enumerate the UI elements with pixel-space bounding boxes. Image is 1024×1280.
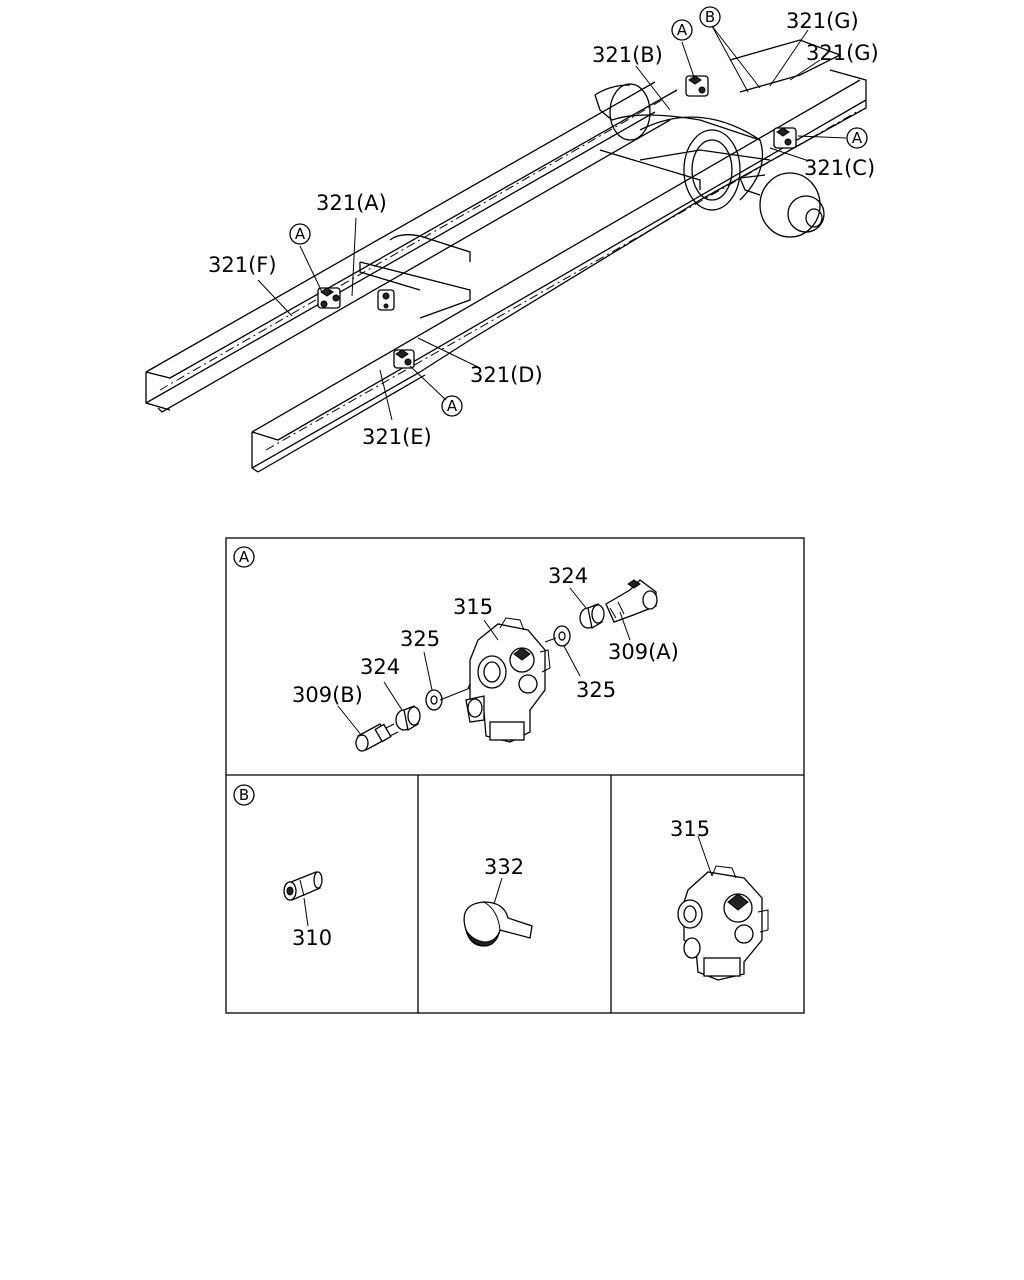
label-321g-second: 321(G) [806,41,879,65]
detail-b-panel: B 310 [233,784,332,950]
leader-lines [257,25,847,421]
detail-frame [225,537,805,1014]
label-321f: 321(F) [208,253,277,277]
svg-text:A: A [295,225,306,243]
callout-a-front-left: A [289,223,311,245]
detail-valve-panel: 315 [670,817,769,981]
detail-a-panel: A [233,546,679,752]
label-309a: 309(A) [608,640,679,664]
label-321c: 321(C) [804,156,875,180]
svg-text:A: A [447,397,458,415]
svg-text:B: B [239,786,249,804]
label-315-a: 315 [453,595,493,619]
detail-clip-panel: 332 [463,855,533,947]
label-321d: 321(D) [470,363,543,387]
label-324-a-left: 324 [360,655,400,679]
label-325-a-right: 325 [576,678,616,702]
detail-b-tag: B [233,784,255,806]
label-321g-top: 321(G) [786,9,859,33]
svg-text:A: A [677,21,688,39]
svg-text:A: A [852,129,863,147]
label-309b: 309(B) [292,683,363,707]
callout-a-rear-left: A [671,19,693,41]
bushing-324-lower [395,705,421,732]
label-321e: 321(E) [362,425,432,449]
label-315-d: 315 [670,817,710,841]
frame-valve-a [377,289,395,311]
callout-b-rear: B [699,6,721,28]
svg-text:A: A [239,548,250,566]
valve-315-exploded [465,617,551,743]
detail-a-tag: A [233,546,255,568]
washer-325-upper [553,625,571,647]
washer-325-lower [425,689,443,711]
label-324-a-right: 324 [548,564,588,588]
svg-text:B: B [705,8,715,26]
label-321a: 321(A) [316,191,387,215]
fitting-309b [355,723,399,752]
fitting-309a-elbow [605,579,658,623]
label-332: 332 [484,855,524,879]
chassis-frame [145,39,867,473]
label-310: 310 [292,926,332,950]
frame-valve-b [685,75,709,97]
valve-315-assembled [677,865,769,981]
frame-valve-c [773,127,797,149]
callout-a-rear-right: A [846,127,868,149]
grommet-310 [283,871,323,901]
frame-valve-e [393,349,415,369]
bushing-324-upper [579,603,605,630]
label-321b: 321(B) [592,43,663,67]
callout-a-front-right: A [441,395,463,417]
clip-332 [463,901,533,947]
label-325-a-left: 325 [400,627,440,651]
frame-valve-f [317,287,341,309]
